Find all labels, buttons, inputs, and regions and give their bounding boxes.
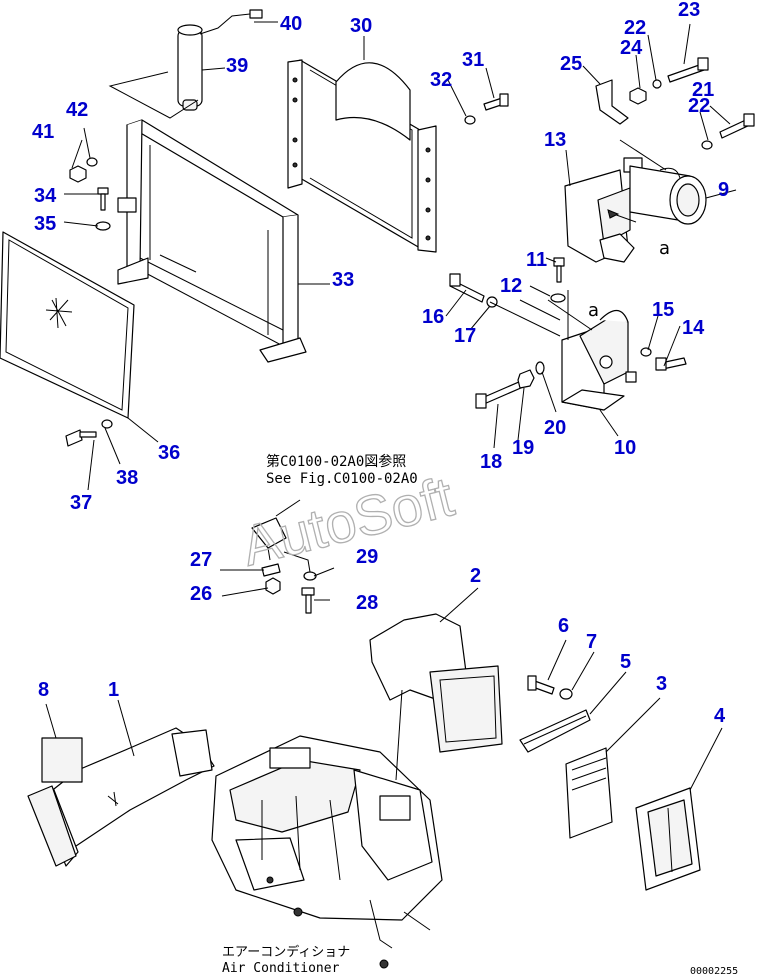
compressor-part [629,165,707,225]
view-mark-a-lower: a [588,300,599,321]
callout-31: 31 [462,49,484,71]
pad-part [41,737,83,783]
callout-21: 21 [692,79,714,101]
callout-17: 17 [454,325,476,347]
callout-20: 20 [544,417,566,439]
arrow-head [607,209,620,219]
callout-25: 25 [560,53,582,75]
callout-40: 40 [280,13,302,35]
condenser-part [287,59,437,253]
callout-42: 42 [66,99,88,121]
callout-18: 18 [480,451,502,473]
callout-9: 9 [718,179,729,201]
callout-29: 29 [356,546,378,568]
view-mark-a-upper: a [659,238,670,259]
callout-6: 6 [558,615,569,637]
callout-37: 37 [70,492,92,514]
callout-16: 16 [422,306,444,328]
reference-en: See Fig.C0100-02A0 [266,471,418,487]
callout-7: 7 [586,631,597,653]
callout-22a: 22 [624,17,646,39]
callout-22b: 22 [688,95,710,117]
tension-bracket-part [561,309,637,411]
callout-numbers: 1 2 3 4 5 6 7 8 9 10 11 12 13 14 15 16 1… [32,0,729,727]
callout-27: 27 [190,549,212,571]
callout-24: 24 [620,37,643,59]
callout-12: 12 [500,275,522,297]
callout-30: 30 [350,15,372,37]
filter-part [565,747,613,839]
callout-1: 1 [108,679,119,701]
cover-part [635,787,701,891]
leader-lines [45,21,737,791]
callout-5: 5 [620,651,631,673]
callout-8: 8 [38,679,49,701]
callout-23: 23 [678,0,700,21]
callout-4: 4 [714,705,726,727]
fasteners [65,57,755,700]
callout-11: 11 [526,249,547,271]
callout-2: 2 [470,565,481,587]
callout-26: 26 [190,583,212,605]
duct-part-1 [27,727,215,867]
receiver-dryer-part [177,9,263,111]
caption-en: Air Conditioner [222,961,340,976]
condenser-frame-part [117,119,307,363]
callout-39: 39 [226,55,248,77]
callout-35: 35 [34,213,56,235]
reference-jp: 第C0100-02A0図参照 [266,453,406,470]
callout-41: 41 [32,121,54,143]
gasket-part [519,709,591,753]
screen-net-part [0,231,135,419]
callout-3: 3 [656,673,667,695]
callout-13: 13 [544,129,566,151]
callout-14: 14 [682,317,705,339]
caption-jp: エアーコンディショナ [222,944,350,960]
callout-28: 28 [356,592,378,614]
callout-15: 15 [652,299,674,321]
air-conditioner-unit-part [211,735,443,969]
dryer-bracket-outline [108,71,199,119]
duct-part-2 [369,613,503,753]
callout-38: 38 [116,467,138,489]
callout-32: 32 [430,69,452,91]
callout-36: 36 [158,442,180,464]
bracket-part [595,79,629,125]
callout-10: 10 [614,437,636,459]
callout-34: 34 [34,185,57,207]
callout-33: 33 [332,269,354,291]
reference-bracket-part [251,499,301,561]
drawing-code: 00002255 [690,966,738,977]
callout-19: 19 [512,437,534,459]
